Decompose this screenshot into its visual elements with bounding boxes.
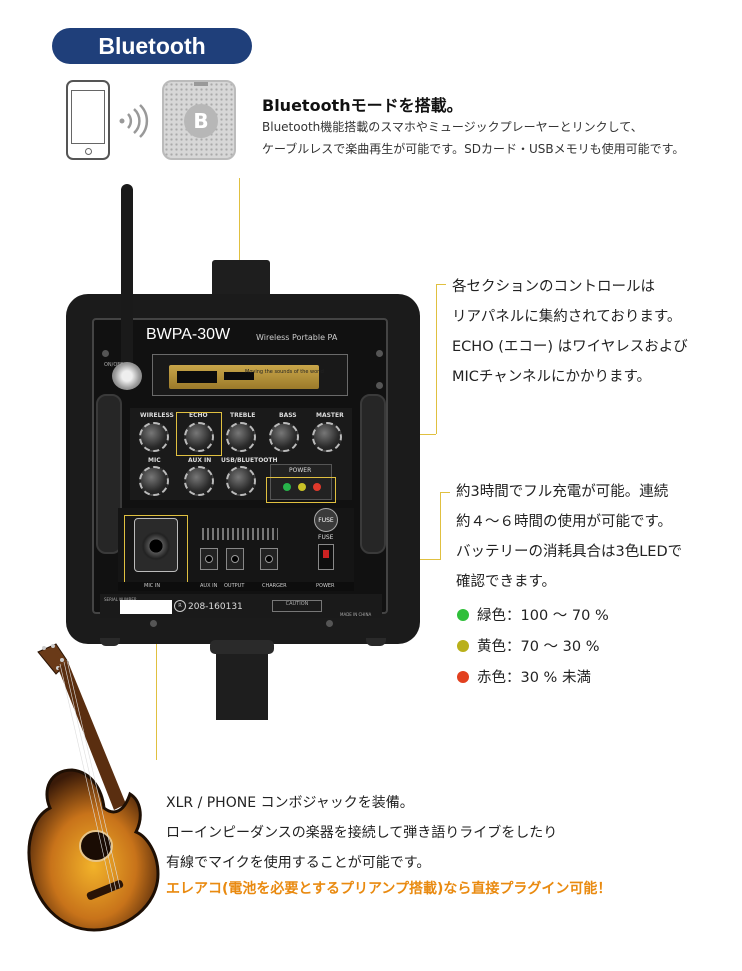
screw (102, 350, 109, 357)
module-display (177, 371, 217, 383)
jack-label-strip: MIC IN AUX IN OUTPUT CHARGER POWER (118, 582, 354, 591)
treble-knob[interactable] (226, 422, 256, 452)
mic-knob[interactable] (139, 466, 169, 496)
echo-knob[interactable] (184, 422, 214, 452)
screw (376, 382, 383, 389)
leader-line-controls-vertical (436, 284, 437, 434)
model-subtitle: Wireless Portable PA (256, 333, 338, 342)
label-charger: CHARGER (262, 583, 287, 589)
antenna (121, 184, 133, 369)
led-green (283, 483, 291, 491)
master-knob[interactable] (312, 422, 342, 452)
knob-label-master: MASTER (316, 412, 344, 419)
legend-yellow: 黄色：70 ～ 30 % (457, 635, 600, 656)
module-tagline: Moving the sounds of the world (245, 369, 324, 375)
leader-line-xlr (156, 585, 157, 760)
knob-label-aux-in: AUX IN (188, 457, 212, 464)
aux-in-jack[interactable] (200, 548, 218, 570)
charger-jack[interactable] (260, 548, 278, 570)
wireless-knob[interactable] (139, 422, 169, 452)
leader-line-battery-vertical (440, 492, 441, 560)
output-jack[interactable] (226, 548, 244, 570)
led-highlight-frame (266, 477, 336, 503)
usb-bluetooth-knob[interactable] (226, 466, 256, 496)
battery-indicator: POWER (270, 464, 332, 500)
screw (150, 620, 157, 627)
certification-mark: R (174, 600, 186, 612)
controls-description: 各セクションのコントロールは リアパネルに集約されております。 ECHO (エコ… (452, 279, 688, 385)
screw (326, 620, 333, 627)
fuse-label: FUSE (318, 534, 334, 541)
stand-mount (210, 640, 274, 654)
usb-bluetooth-module: Moving the sounds of the world (152, 354, 348, 396)
model-name: BWPA-30W (146, 326, 231, 343)
bass-knob[interactable] (269, 422, 299, 452)
led-red (313, 483, 321, 491)
wireless-waves-icon (119, 104, 149, 138)
speaker-bluetooth-icon: B (162, 80, 236, 160)
label-mic-in: MIC IN (144, 583, 161, 589)
bluetooth-section-badge: Bluetooth (52, 28, 252, 64)
handle-left (96, 394, 122, 554)
caution-label: CAUTION (272, 600, 322, 612)
knob-label-mic: MIC (148, 457, 161, 464)
antenna-on-off-label: ON/OFF (104, 362, 124, 368)
power-switch[interactable] (318, 544, 334, 570)
leader-line-controls-tick (436, 284, 446, 285)
antenna-connector (112, 362, 142, 390)
registration-number: 208-160131 (188, 602, 243, 612)
aux-in-knob[interactable] (184, 466, 214, 496)
xlr-highlight-note: エレアコ(電池を必要とするプリアンプ搭載)なら直接プラグイン可能！ (166, 881, 612, 897)
xlr-phone-combo-jack[interactable] (134, 518, 178, 572)
knob-label-treble: TREBLE (230, 412, 256, 419)
xlr-description: XLR / PHONE コンボジャックを装備。 ローインピーダンスの楽器を接続し… (166, 795, 558, 871)
serial-sticker (120, 600, 172, 614)
label-aux-in: AUX IN (200, 583, 218, 589)
fuse-holder[interactable]: FUSE (314, 508, 338, 532)
yellow-dot-icon (457, 639, 469, 652)
leader-line-battery-tick (440, 492, 450, 493)
sd-slot (224, 372, 254, 380)
bluetooth-title: Bluetoothモードを搭載。 (262, 96, 463, 115)
cabinet-foot-left (100, 638, 120, 646)
legend-green: 緑色：100 ～ 70 % (457, 604, 609, 625)
knob-label-bass: BASS (279, 412, 297, 419)
led-yellow (298, 483, 306, 491)
xlr-highlight-frame (124, 515, 188, 585)
vent-grille (202, 528, 278, 540)
screw (376, 350, 383, 357)
echo-highlight-frame (176, 412, 222, 456)
bluetooth-icon: B (184, 104, 218, 138)
label-output: OUTPUT (224, 583, 245, 589)
handle-right (360, 394, 386, 554)
battery-description: 約3時間でフル充電が可能。連続 約４～６時間の使用が可能です。 バッテリーの消耗… (456, 484, 683, 590)
power-label: POWER (289, 467, 312, 474)
label-power: POWER (316, 583, 335, 589)
knob-label-usb-bluetooth: USB/BLUETOOTH (221, 457, 278, 464)
made-in-label: MADE IN CHINA (340, 612, 372, 617)
knob-label-wireless: WIRELESS (140, 412, 174, 419)
cabinet-foot-right (366, 638, 386, 646)
knob-label-echo: ECHO (189, 412, 208, 419)
bluetooth-description: Bluetooth機能搭載のスマホやミュージックプレーヤーとリンクして、 ケーブ… (262, 120, 685, 156)
red-dot-icon (457, 670, 469, 683)
acoustic-guitar-image (27, 643, 160, 932)
smartphone-icon (66, 80, 110, 160)
serial-number-label: SERIAL NUMBER (104, 597, 137, 602)
green-dot-icon (457, 608, 469, 621)
legend-red: 赤色：30 % 未満 (457, 666, 591, 687)
